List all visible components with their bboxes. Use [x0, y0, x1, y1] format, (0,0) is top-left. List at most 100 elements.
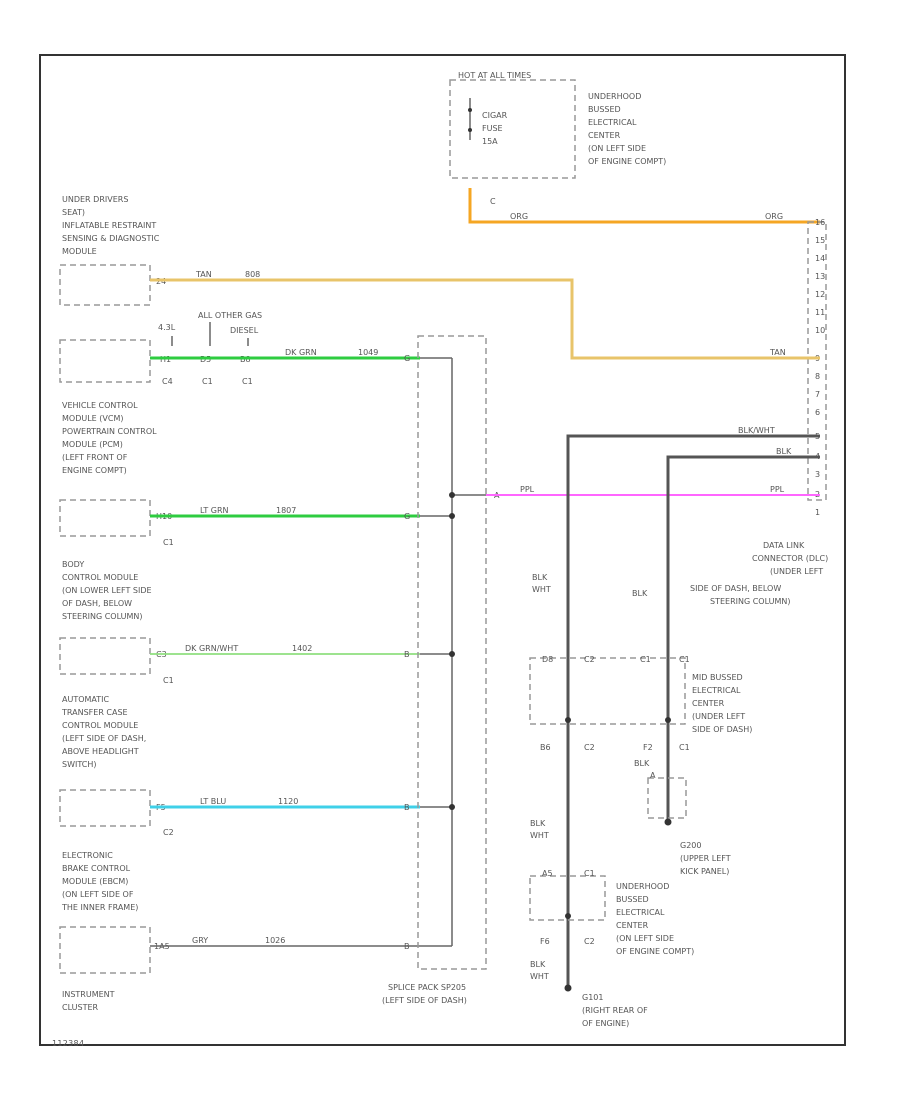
mid-bottom-conn-left: C2: [584, 743, 595, 752]
fuse-desc-6: OF ENGINE COMPT): [588, 157, 666, 166]
vcm-diesel-label: DIESEL: [230, 326, 259, 335]
fuse-pin: C: [490, 197, 496, 206]
fuse-desc-3: ELECTRICAL: [588, 118, 637, 127]
transfer-desc-2: TRANSFER CASE: [61, 708, 128, 717]
dlc-desc-2: CONNECTOR (DLC): [752, 554, 828, 563]
wire-bcm-circuit: 1807: [276, 506, 296, 515]
vcm-gas-label: ALL OTHER GAS: [198, 311, 262, 320]
dlc-pin-16: 16: [815, 218, 825, 227]
fuse-dot-bottom: [468, 128, 472, 132]
vcm-desc-6: ENGINE COMPT): [62, 466, 127, 475]
wire-tan: [150, 278, 820, 360]
bcm-box: [59, 499, 151, 537]
ground-left-label-2: WHT: [532, 585, 551, 594]
dlc-desc-5: STEERING COLUMN): [710, 597, 791, 606]
g200-desc-2: (UPPER LEFT: [680, 854, 731, 863]
footer-code: 112384: [52, 1039, 84, 1048]
splice-node-2: [449, 513, 455, 519]
wire-orange: [468, 188, 820, 224]
fuse-desc-5: (ON LEFT SIDE: [588, 144, 646, 153]
ground-bottom-label-1: BLK: [530, 960, 546, 969]
dlc-outline: [807, 221, 827, 501]
wire-tan-color: TAN: [195, 270, 212, 279]
fuse-desc-1: UNDERHOOD: [588, 92, 641, 101]
g200-outline: [647, 777, 687, 819]
sdm-desc-4: SENSING & DIAGNOSTIC: [62, 234, 160, 243]
dlc-desc-4: SIDE OF DASH, BELOW: [690, 584, 781, 593]
wire-blkwht-label: BLK/WHT: [738, 426, 775, 435]
wire-orange-label-left: ORG: [510, 212, 528, 221]
underhood-lower-desc-1: UNDERHOOD: [616, 882, 669, 891]
bcm-desc-3: (ON LOWER LEFT SIDE: [62, 586, 152, 595]
wire-ebcm-color: LT BLU: [200, 797, 226, 806]
vcm-desc-5: (LEFT FRONT OF: [62, 453, 128, 462]
transfer-desc-3: CONTROL MODULE: [62, 721, 138, 730]
g101-ground-icon: [564, 984, 572, 992]
wire-ebcm-circuit: 1120: [278, 797, 298, 806]
g101-desc-3: OF ENGINE): [582, 1019, 629, 1028]
wire-vcm-circuit: 1049: [358, 348, 378, 357]
dlc-pin-15: 15: [815, 236, 825, 245]
splice-pin-bcm: G: [404, 512, 410, 521]
dlc-pin-11: 11: [815, 308, 825, 317]
wire-tan-label-right: TAN: [769, 348, 786, 357]
mid-desc-2: ELECTRICAL: [692, 686, 741, 695]
ebcm-desc-5: THE INNER FRAME): [61, 903, 138, 912]
transfer-desc-5: ABOVE HEADLIGHT: [62, 747, 139, 756]
underhood-lower-desc-4: CENTER: [616, 921, 649, 930]
ebcm-desc-2: BRAKE CONTROL: [62, 864, 131, 873]
vcm-desc-1: VEHICLE CONTROL: [62, 401, 138, 410]
diagram-frame: [39, 54, 846, 1046]
mid-desc-5: SIDE OF DASH): [692, 725, 752, 734]
vcm-conn-2: C1: [202, 377, 213, 386]
fuse-name-1: CIGAR: [482, 111, 508, 120]
wire-bcm-color: LT GRN: [200, 506, 229, 515]
underhood-lower-pin-top: A5: [542, 869, 553, 878]
sdm-desc-2: SEAT): [62, 208, 85, 217]
fuse-hot-label: HOT AT ALL TIMES: [458, 71, 531, 80]
dlc-pin-8: 8: [815, 372, 820, 381]
wire-vcm-color: DK GRN: [285, 348, 317, 357]
bcm-desc-1: BODY: [62, 560, 84, 569]
fuse-box: HOT AT ALL TIMES CIGAR FUSE 15A UNDERHOO…: [449, 71, 666, 206]
ebcm-box: [59, 789, 151, 827]
underhood-lower-pin-bottom: F6: [540, 937, 550, 946]
dlc-desc-3: (UNDER LEFT: [770, 567, 823, 576]
g200-ground-icon: [664, 818, 672, 826]
vcm-conn-1: C4: [162, 377, 173, 386]
g101-desc-1: G101: [582, 993, 603, 1002]
bcm-desc-5: STEERING COLUMN): [62, 612, 143, 621]
cluster-desc-2: CLUSTER: [62, 1003, 99, 1012]
mid-pin-right: C1: [640, 655, 651, 664]
g200-desc-3: KICK PANEL): [680, 867, 729, 876]
transfer-desc-6: SWITCH): [62, 760, 97, 769]
mid-desc-3: CENTER: [692, 699, 725, 708]
dlc-pin-6: 6: [815, 408, 820, 417]
wire-orange-label-right: ORG: [765, 212, 783, 221]
g200-wire-label: BLK: [634, 759, 650, 768]
mid-bussed-outline: [529, 657, 686, 725]
fuse-dot-top: [468, 108, 472, 112]
underhood-lower-conn-top: C1: [584, 869, 595, 878]
dlc-pin-14: 14: [815, 254, 825, 263]
bcm-desc-4: OF DASH, BELOW: [62, 599, 132, 608]
wire-ppl-label-left: PPL: [520, 485, 535, 494]
vcm-desc-4: MODULE (PCM): [62, 440, 123, 449]
ebcm-desc-3: MODULE (EBCM): [62, 877, 128, 886]
mid-node-left: [565, 717, 571, 723]
dlc-pin-1: 1: [815, 508, 820, 517]
dlc-pin-13: 13: [815, 272, 825, 281]
dlc-desc-1: DATA LINK: [763, 541, 805, 550]
fuse-box-outline: [449, 79, 576, 179]
sdm-desc-3: INFLATABLE RESTRAINT: [62, 221, 156, 230]
dlc-pin-10: 10: [815, 326, 825, 335]
sdm-module: UNDER DRIVERS SEAT) INFLATABLE RESTRAINT…: [59, 195, 166, 306]
vcm-engine-label: 4.3L: [158, 323, 176, 332]
splice-pack-outline: [417, 335, 487, 970]
wire-transfer-color: DK GRN/WHT: [185, 644, 238, 653]
sdm-desc-5: MODULE: [62, 247, 97, 256]
splice-pin-ebcm: B: [404, 803, 410, 812]
vcm-desc-2: MODULE (VCM): [62, 414, 123, 423]
vcm-desc-3: POWERTRAIN CONTROL: [62, 427, 157, 436]
splice-pin-cluster: B: [404, 942, 410, 951]
